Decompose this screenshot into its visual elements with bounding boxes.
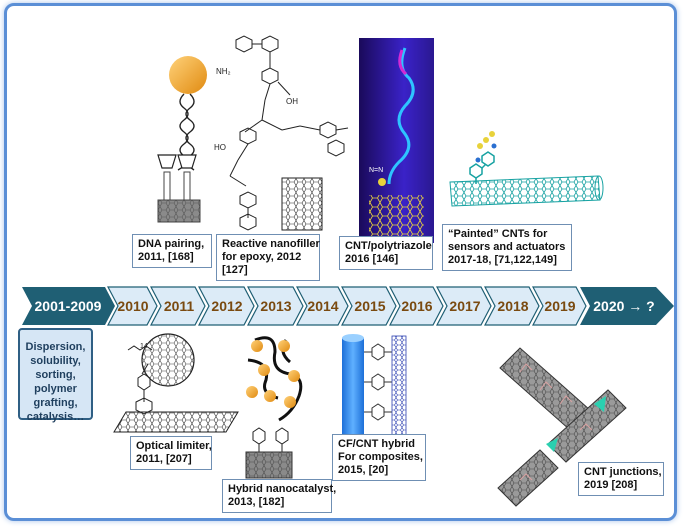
arrow-2017 [436,286,492,326]
polytriazole-nn-label: N=N [369,167,383,174]
caption-line: CF/CNT hybrid [338,438,415,450]
dna-pairing-illustration [157,56,207,223]
caption-line: CNT junctions, [584,466,662,478]
timeline-labels: 2001-2009 2010 2011 2012 2013 2014 2015 … [35,298,655,314]
caption-line: Hybrid nanocatalyst, [228,483,337,495]
timeline-arrows [22,286,674,326]
left-topic-line: solubility, [30,355,81,367]
caption-line: 2016 [146] [345,253,399,265]
caption-line: for epoxy, 2012 [222,251,302,263]
arrow-2011 [150,286,206,326]
painted-cnt-illustration [449,131,604,207]
label-2011: 2011 [164,298,195,314]
caption-optical-limiter: Optical limiter, 2011, [207] [130,436,212,470]
caption-line: 2015, [20] [338,464,389,476]
figure-frame [4,3,677,521]
label-2018: 2018 [497,298,528,314]
epoxy-ho-label: HO [214,143,226,152]
left-topic-line: sorting, [35,369,76,381]
caption-line: 2011, [168] [138,251,194,263]
caption-line: DNA pairing, [138,238,205,250]
label-2019: 2019 [544,298,575,314]
left-topics-box: Dispersion, solubility, sorting, polymer… [18,328,93,423]
label-start: 2001-2009 [35,298,102,314]
caption-line: 2019 [208] [584,479,638,491]
polytriazole-illustration [359,38,434,243]
caption-line: 2011, [207] [136,453,192,465]
caption-line: Reactive nanofiller [222,238,320,250]
label-2012: 2012 [211,298,242,314]
label-2010: 2010 [117,298,148,314]
label-2014: 2014 [307,298,338,314]
hybrid-nanocatalyst-illustration [245,336,303,479]
caption-dna-pairing: DNA pairing, 2011, [168] [132,234,212,268]
arrow-2014 [296,286,349,326]
label-2016: 2016 [401,298,432,314]
caption-line: 2017-18, [71,122,149] [448,254,557,266]
caption-cnt-junctions: CNT junctions, 2019 [208] [578,462,664,496]
left-topic-line: Dispersion, [25,341,86,353]
cf-cnt-hybrid-illustration [342,334,407,438]
caption-line: CNT/polytriazole [345,240,432,252]
arrow-start [22,287,115,325]
caption-line: sensors and actuators [448,241,566,253]
arrow-2015 [341,286,397,326]
optical-limiter-illustration [113,333,239,433]
label-2015: 2015 [354,298,385,314]
epoxy-molecule-illustration [229,35,349,231]
cnt-junctions-illustration [497,347,627,507]
caption-line: “Painted” CNTs for [448,228,548,240]
label-end: 2020 → ? [593,298,654,314]
arrow-2010 [107,286,158,326]
epoxy-cnt-tube [281,177,323,231]
epoxy-oh-label: OH [286,97,298,106]
caption-painted-cnts: “Painted” CNTs for sensors and actuators… [442,224,572,271]
left-topic-line: grafting, [33,397,78,409]
caption-polytriazole: CNT/polytriazole 2016 [146] [339,236,433,270]
arrow-2016 [389,286,444,326]
label-2013: 2013 [260,298,291,314]
caption-hybrid-nanocatalyst: Hybrid nanocatalyst, 2013, [182] [222,479,337,513]
arrow-end [580,287,674,325]
arrow-2019 [532,286,587,326]
arrow-2012 [198,286,255,326]
caption-cf-cnt-hybrid: CF/CNT hybrid For composites, 2015, [20] [332,434,426,481]
optical-c14-label: 14 [140,343,148,350]
caption-line: For composites, [338,451,423,463]
caption-line: Optical limiter, [136,440,212,452]
caption-reactive-nanofiller: Reactive nanofiller for epoxy, 2012 [127… [216,234,320,281]
caption-line: 2013, [182] [228,496,285,508]
arrow-2013 [247,286,304,326]
caption-line: [127] [222,264,248,276]
label-2017: 2017 [449,298,480,314]
epoxy-nh2-label: NH₂ [216,67,231,76]
left-topic-line: polymer [34,383,77,395]
left-topic-line: catalysis… [26,411,85,423]
arrow-2018 [484,286,540,326]
